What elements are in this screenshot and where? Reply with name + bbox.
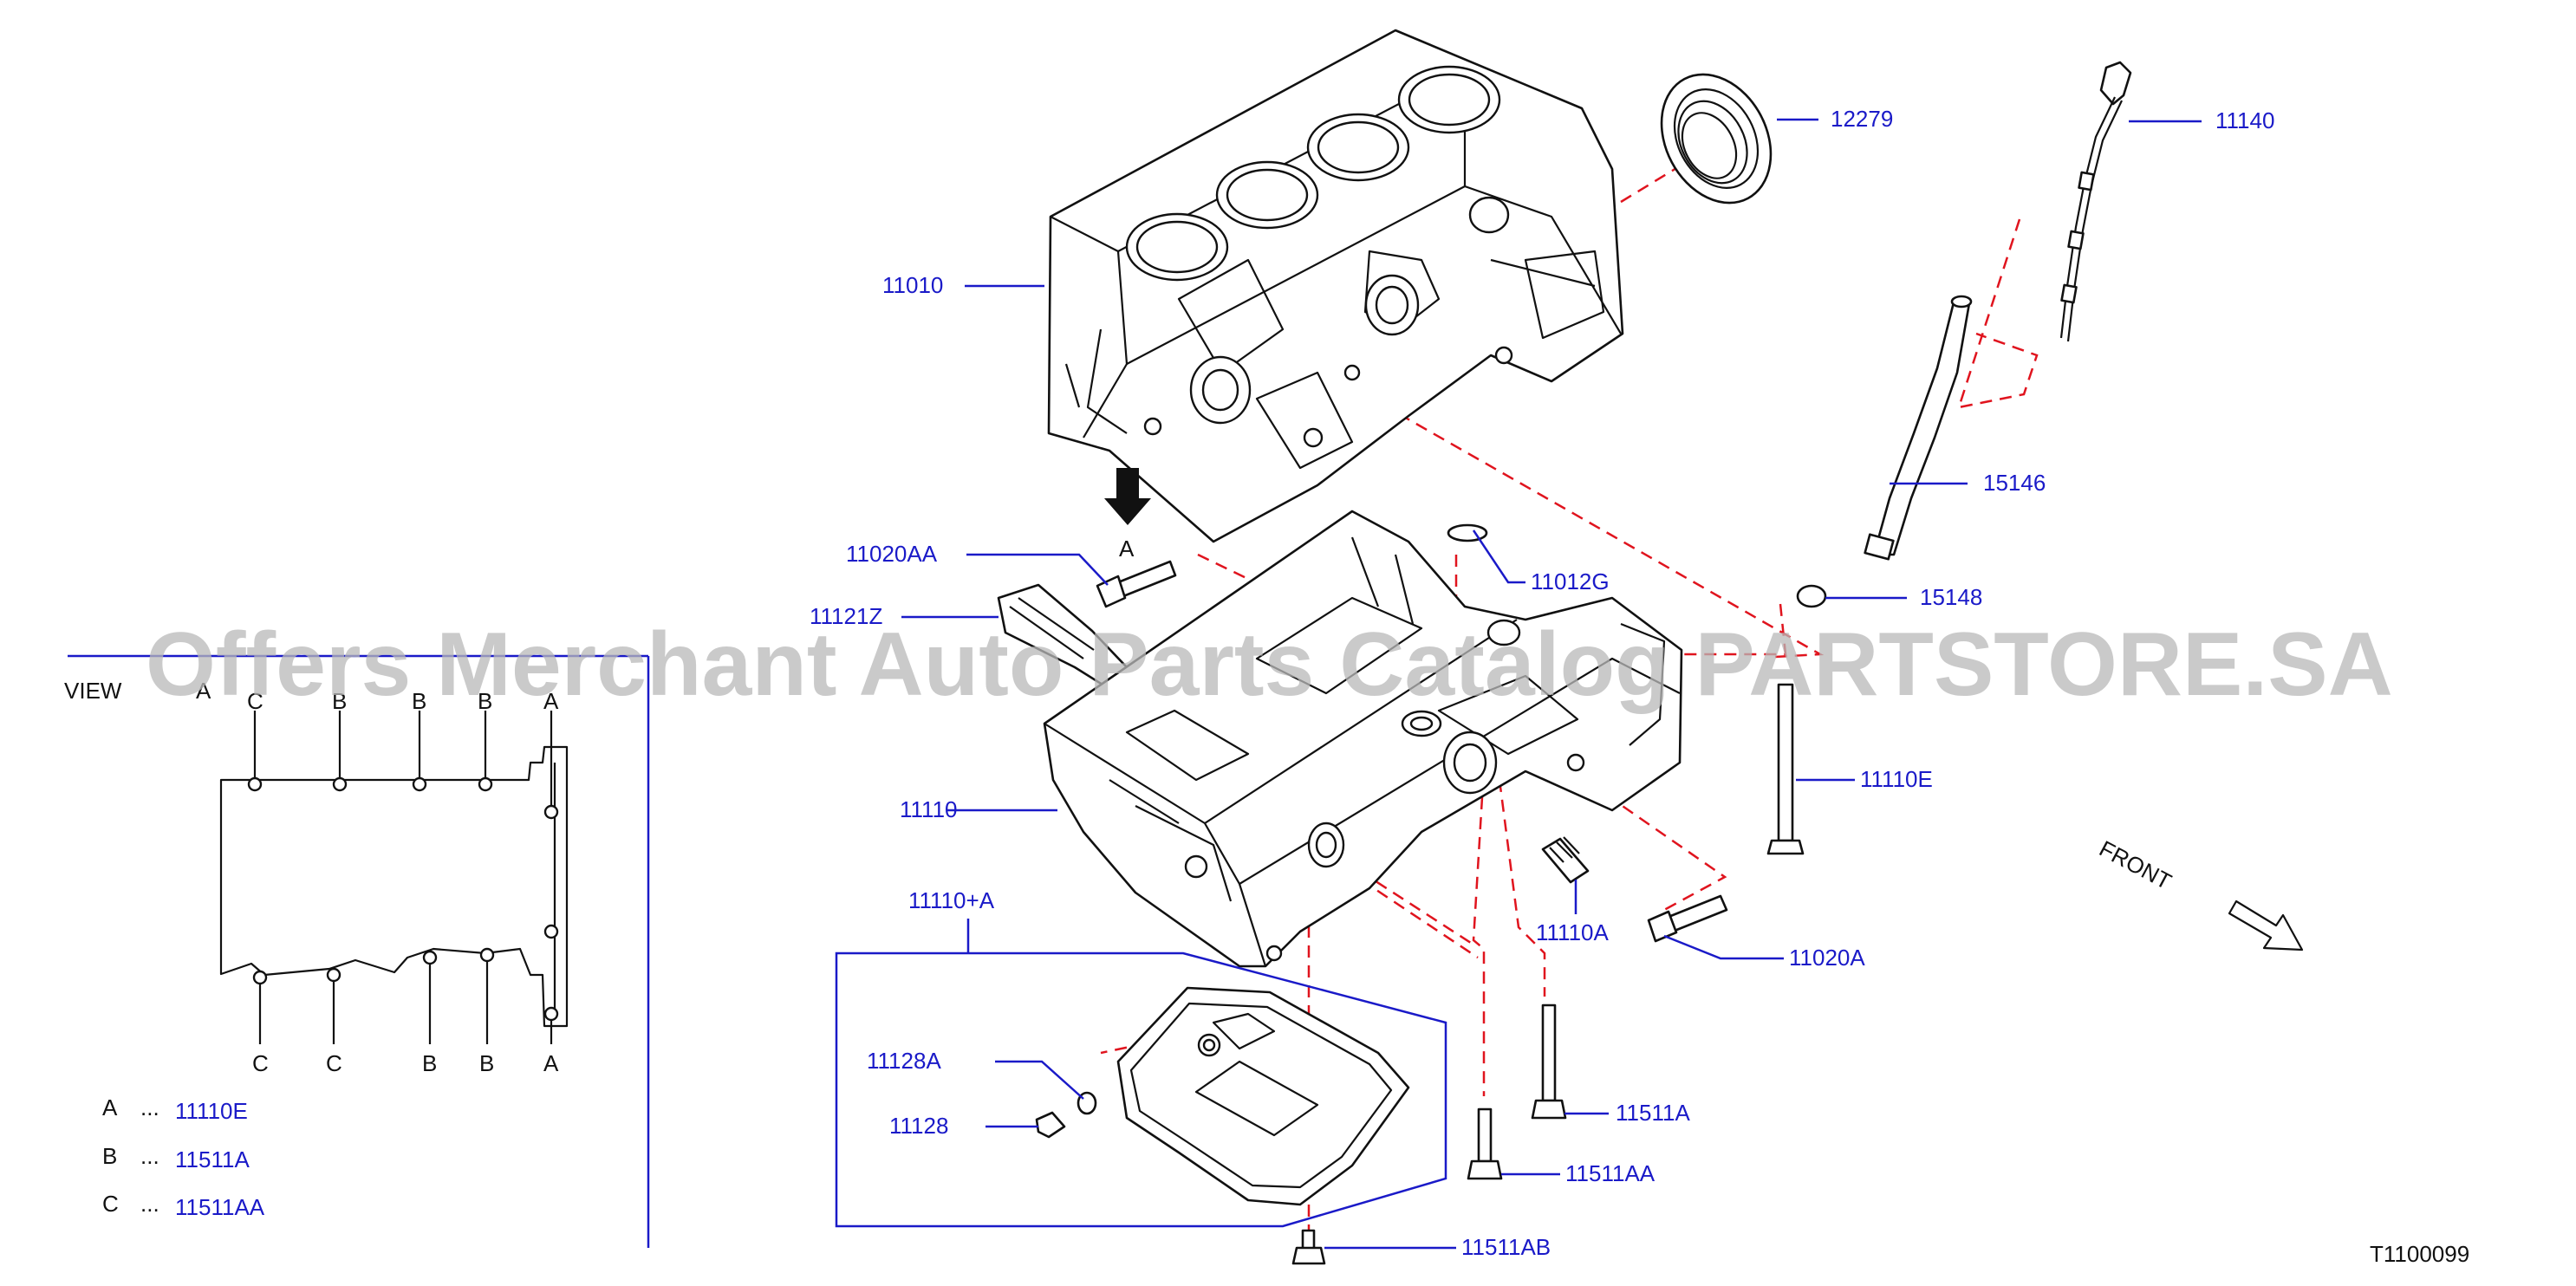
view-mark-bottom-1: C <box>252 1050 269 1076</box>
callout-11110-plus-a: 11110+A <box>908 887 995 913</box>
view-mark-bottom-5: A <box>543 1050 559 1076</box>
legend-key-c: C <box>102 1191 119 1217</box>
o-ring-oil-gallery <box>1447 523 1488 542</box>
legend-value-b: 11511A <box>175 1146 250 1172</box>
view-a-frame <box>68 654 650 1248</box>
callout-labels: 12279 11140 11010 15146 11020AA 11012G 1… <box>810 106 2274 1260</box>
lower-oil-pan <box>1116 986 1410 1206</box>
view-mark-top-2: B <box>332 688 347 714</box>
callout-11012g: 11012G <box>1531 568 1610 594</box>
callout-11128a: 11128A <box>867 1048 941 1074</box>
watermark: Offers Merchant Auto Parts Catalog PARTS… <box>146 614 2393 715</box>
lower-block-ladder <box>1043 510 1683 968</box>
callout-11110e: 11110E <box>1860 766 1933 792</box>
callout-12279: 12279 <box>1831 106 1893 132</box>
bolt-legend: A ... 11110E B ... 11511A C ... 11511AA <box>102 1094 265 1220</box>
callout-11010: 11010 <box>882 272 943 298</box>
view-a-inset: VIEW A C B B B A C C B B A A ... 11110E <box>64 654 650 1248</box>
bolt-11020aa <box>1096 560 1177 608</box>
callout-11121z: 11121Z <box>810 603 882 629</box>
dipstick <box>2059 61 2132 342</box>
front-arrow-icon <box>2228 900 2304 952</box>
legend-value-c: 11511AA <box>175 1194 265 1220</box>
o-ring <box>1796 584 1827 608</box>
view-mark-top-3: B <box>412 688 426 714</box>
bolt-11511a <box>1531 1003 1567 1120</box>
callout-11020aa: 11020AA <box>846 541 938 567</box>
view-a-arrow: A <box>1104 468 1151 562</box>
stud-11110a <box>1541 836 1590 884</box>
legend-dots-a: ... <box>140 1094 159 1120</box>
view-letter: A <box>196 678 211 704</box>
view-mark-top-1: C <box>247 688 263 714</box>
bolt-11020a <box>1647 894 1728 943</box>
bolt-11511aa <box>1467 1107 1503 1180</box>
front-indicator: FRONT <box>2095 835 2304 952</box>
view-mark-bottom-2: C <box>326 1050 342 1076</box>
callout-11110a: 11110A <box>1536 919 1610 945</box>
figure-code: T1100099 <box>2370 1241 2469 1267</box>
callout-11511a: 11511A <box>1616 1100 1690 1126</box>
front-label: FRONT <box>2095 835 2176 895</box>
view-mark-bottom-4: B <box>479 1050 494 1076</box>
bolt-11511ab <box>1291 1229 1326 1265</box>
legend-dots-b: ... <box>140 1143 159 1169</box>
callout-11128: 11128 <box>889 1113 948 1139</box>
view-mark-top-4: B <box>478 688 492 714</box>
view-title: VIEW <box>64 678 122 704</box>
bolt-11110e <box>1766 683 1805 855</box>
view-mark-top-5: A <box>543 688 559 714</box>
callout-11511aa: 11511AA <box>1565 1160 1656 1186</box>
view-a-mark-leaders <box>253 711 553 1044</box>
legend-key-a: A <box>102 1094 118 1120</box>
callout-15148: 15148 <box>1920 584 1982 610</box>
assembly-bracket <box>835 952 1447 1228</box>
legend-key-b: B <box>102 1143 117 1169</box>
callout-11511ab: 11511AB <box>1461 1234 1551 1260</box>
arrow-label: A <box>1119 536 1135 562</box>
callout-11020a: 11020A <box>1789 945 1865 971</box>
cylinder-block <box>1047 29 1624 543</box>
legend-dots-c: ... <box>140 1191 159 1217</box>
legend-value-a: 11110E <box>175 1098 248 1124</box>
callout-11140: 11140 <box>2215 107 2274 133</box>
callout-15146: 15146 <box>1983 470 2046 496</box>
guide-tube <box>1864 295 1973 561</box>
view-a-pan-outline <box>219 745 569 1028</box>
oil-seal <box>1660 73 1773 205</box>
view-a-bolt-holes <box>247 776 559 1022</box>
leader-lines <box>901 118 2202 1250</box>
bolts <box>1096 560 1805 1265</box>
view-mark-bottom-3: B <box>422 1050 437 1076</box>
drain-plug <box>1035 1091 1097 1139</box>
callout-11110: 11110 <box>900 796 958 822</box>
